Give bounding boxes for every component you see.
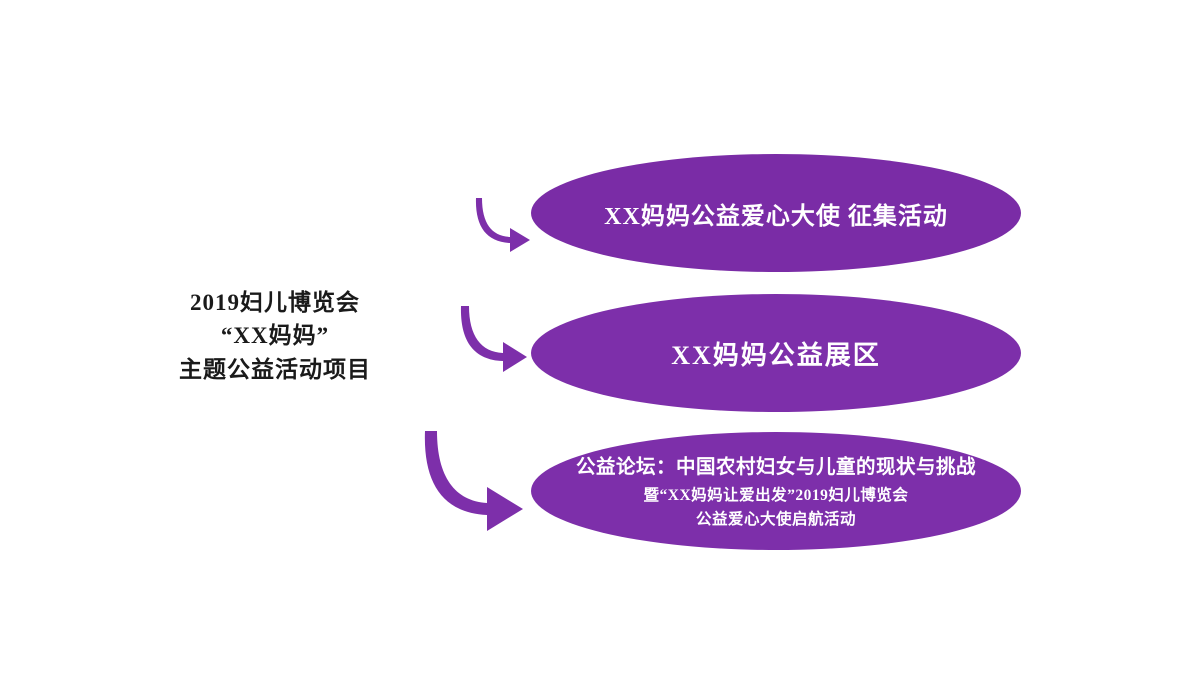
ellipse-3-subtext-1: 暨“XX妈妈让爱出发”2019妇儿博览会 [643,486,909,504]
left-title-line-3: 主题公益活动项目 [179,356,371,382]
left-title-line-1: 2019妇儿博览会 [190,290,360,315]
curved-arrow-icon [424,431,523,531]
ellipse-item-3[interactable]: 公益论坛：中国农村妇女与儿童的现状与挑战 暨“XX妈妈让爱出发”2019妇儿博览… [531,432,1021,550]
curved-arrow-icon [460,306,527,372]
ellipse-item-1[interactable]: XX妈妈公益爱心大使 征集活动 [531,154,1021,272]
curved-arrow-3 [415,425,540,540]
curved-arrow-2 [455,300,540,390]
ellipse-1-text: XX妈妈公益爱心大使 征集活动 [604,203,948,230]
ellipse-3-subtext-2: 公益爱心大使启航活动 [695,511,856,528]
ellipse-item-2[interactable]: XX妈妈公益展区 [531,294,1021,412]
curved-arrow-1 [470,190,540,265]
curved-arrow-icon [475,198,530,252]
ellipse-3-text: 公益论坛：中国农村妇女与儿童的现状与挑战 [575,456,976,478]
left-title-line-2: “XX妈妈” [220,323,330,349]
ellipse-2-text: XX妈妈公益展区 [671,340,881,370]
left-title-block: 2019妇儿博览会 “XX妈妈” 主题公益活动项目 [110,286,440,386]
